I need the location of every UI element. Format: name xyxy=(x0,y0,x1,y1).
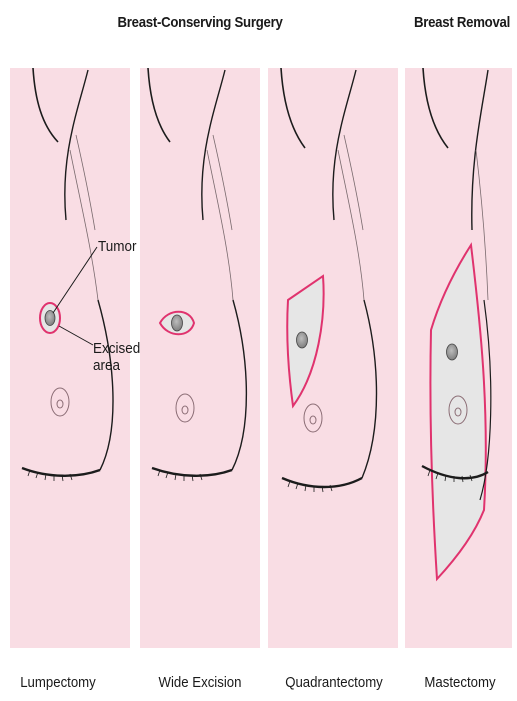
excised-area-label: Excised area xyxy=(93,340,140,374)
caption-quadrantectomy: Quadrantectomy xyxy=(274,674,394,691)
skin-panel xyxy=(140,68,260,648)
panel-wide-excision xyxy=(140,68,260,648)
heading-breast-removal: Breast Removal xyxy=(409,14,515,31)
panel-quadrantectomy xyxy=(268,68,398,648)
excised-area-label-line1: Excised xyxy=(93,340,140,357)
panel-mastectomy xyxy=(405,68,512,648)
tumor xyxy=(172,315,183,331)
tumor-label: Tumor xyxy=(98,238,137,255)
caption-lumpectomy: Lumpectomy xyxy=(10,674,107,691)
tumor xyxy=(447,344,458,360)
excised-area-label-line2: area xyxy=(93,357,140,374)
caption-mastectomy: Mastectomy xyxy=(416,674,504,691)
caption-wide-excision: Wide Excision xyxy=(147,674,253,691)
heading-breast-conserving-surgery: Breast-Conserving Surgery xyxy=(112,14,288,31)
tumor xyxy=(297,332,308,348)
